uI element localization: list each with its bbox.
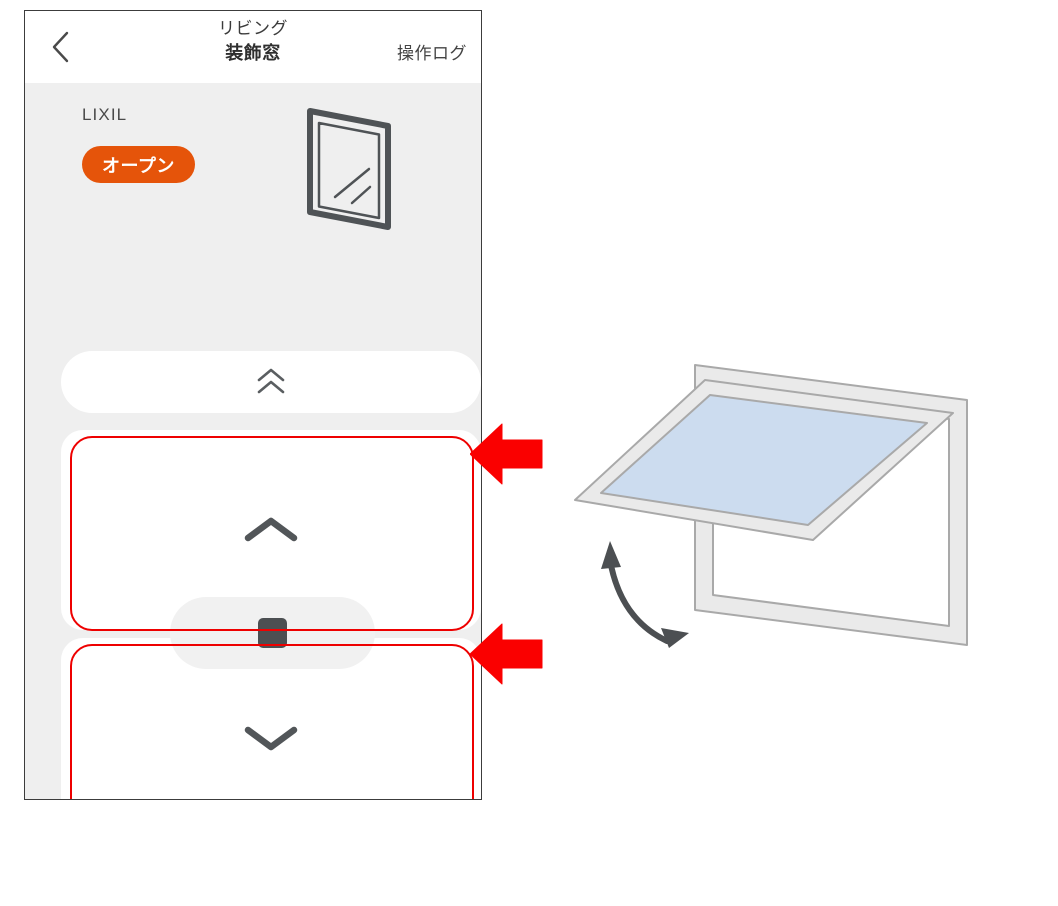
status-badge: オープン (82, 146, 195, 183)
phone-frame: リビング 装飾窓 操作ログ LIXIL オープン (24, 10, 482, 800)
double-chevron-up-icon (61, 351, 481, 413)
device-info-section: LIXIL オープン (25, 83, 481, 243)
curved-double-arrow-icon (601, 541, 689, 648)
open-up-button[interactable] (61, 430, 481, 630)
stop-button[interactable] (170, 597, 375, 669)
title-room: リビング (218, 19, 288, 38)
awning-window-diagram (555, 345, 1005, 675)
content-area: LIXIL オープン (25, 83, 481, 799)
full-open-button[interactable] (61, 351, 481, 413)
operation-log-link[interactable]: 操作ログ (397, 44, 467, 63)
chevron-up-icon (61, 430, 481, 630)
back-button[interactable] (41, 29, 81, 69)
page-title: リビング 装飾窓 (218, 17, 288, 67)
chevron-down-icon (61, 638, 481, 799)
chevron-left-icon (48, 30, 74, 69)
stop-square-icon (258, 618, 287, 648)
title-device: 装飾窓 (225, 43, 281, 64)
navigation-bar: リビング 装飾窓 操作ログ (25, 11, 481, 83)
annotation-arrow-left-open-up (469, 420, 544, 493)
brand-label: LIXIL (82, 105, 128, 124)
window-panel-icon (280, 99, 420, 239)
annotation-arrow-left-close-down (469, 620, 544, 693)
